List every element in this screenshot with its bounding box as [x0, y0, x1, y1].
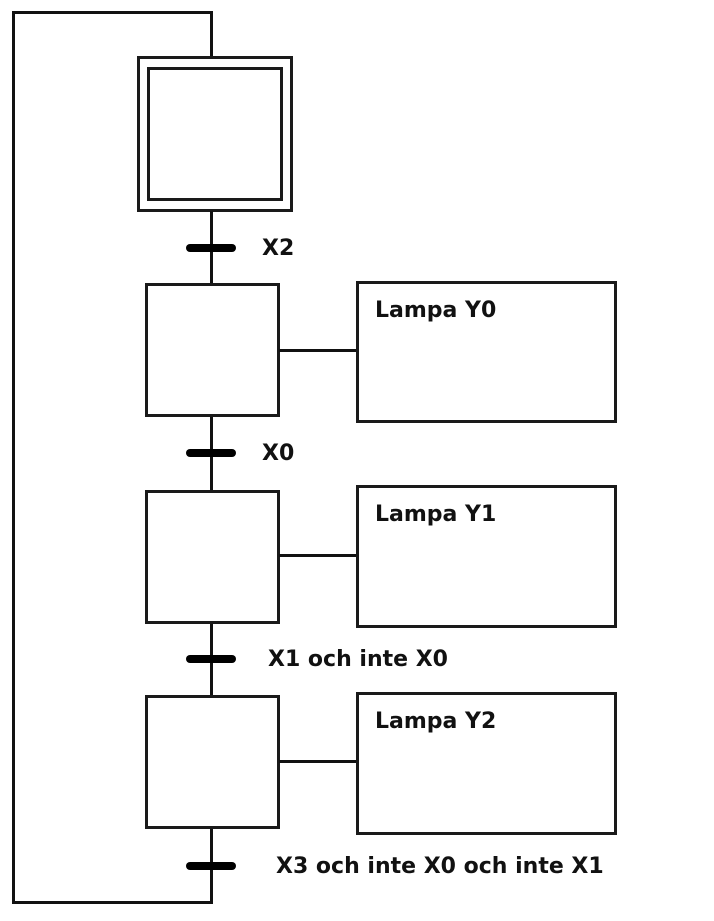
action-box[interactable]: Lampa Y0 — [356, 281, 617, 423]
step-2[interactable] — [145, 490, 280, 624]
transition-condition: X3 och inte X0 och inte X1 — [276, 854, 604, 879]
loop-line-bottom — [12, 901, 213, 904]
transition-condition: X0 — [262, 441, 295, 466]
step-1[interactable] — [145, 283, 280, 417]
action-box[interactable]: Lampa Y2 — [356, 692, 617, 835]
initial-step[interactable] — [137, 56, 293, 212]
action-label: Lampa Y2 — [375, 709, 497, 734]
action-label: Lampa Y1 — [375, 502, 497, 527]
transition-bar[interactable] — [186, 862, 236, 870]
transition-condition: X1 och inte X0 — [268, 647, 448, 672]
transition-bar[interactable] — [186, 655, 236, 663]
action-connector — [279, 760, 358, 763]
action-box[interactable]: Lampa Y1 — [356, 485, 617, 628]
transition-condition: X2 — [262, 236, 295, 261]
step-3[interactable] — [145, 695, 280, 829]
transition-bar[interactable] — [186, 244, 236, 252]
action-label: Lampa Y0 — [375, 298, 497, 323]
loop-line-top-drop — [210, 11, 213, 58]
transition-bar[interactable] — [186, 449, 236, 457]
loop-line-left — [12, 11, 15, 904]
initial-step-inner — [147, 67, 283, 201]
action-connector — [279, 554, 358, 557]
loop-line-top — [12, 11, 213, 14]
action-connector — [279, 349, 358, 352]
